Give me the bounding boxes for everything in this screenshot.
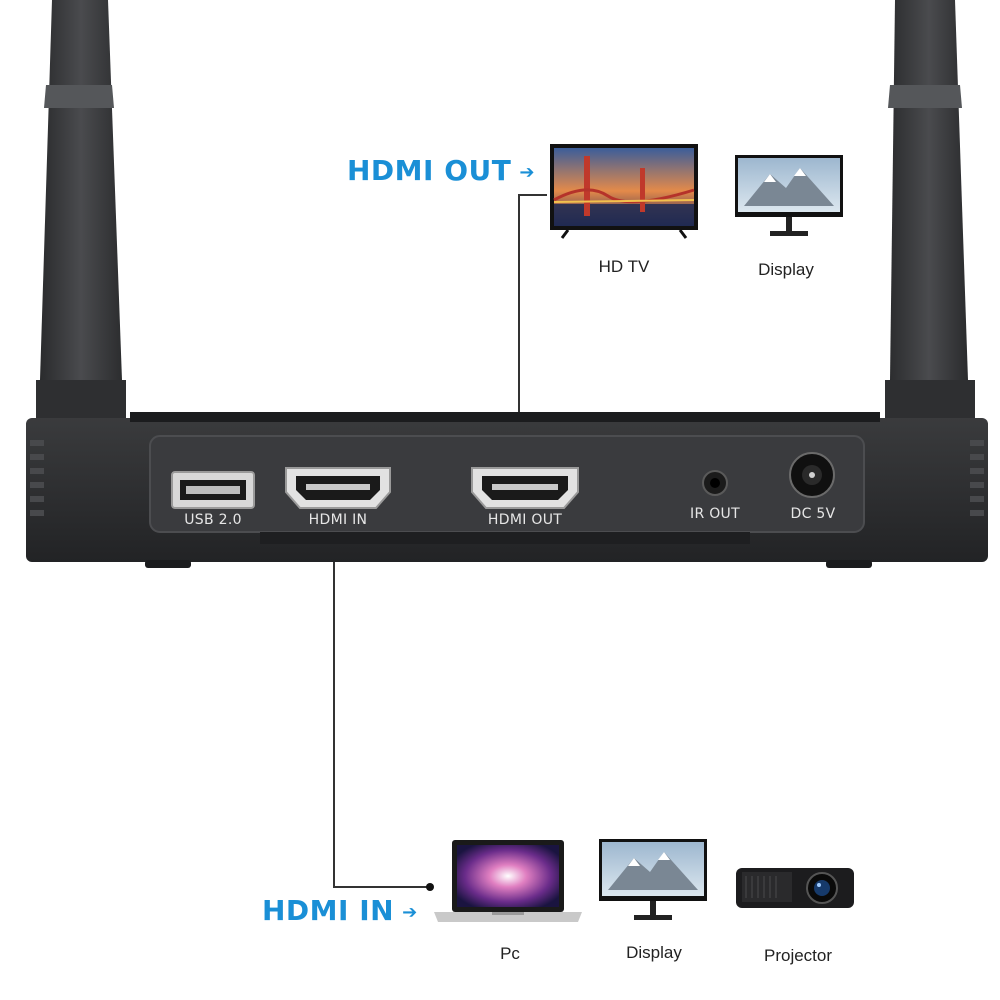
usb-port [171,471,255,509]
ir-out-port-label: IR OUT [690,506,740,522]
output-display-label: Display [758,260,814,279]
hdmi-out-connector-line [518,194,547,412]
monitor-icon [735,155,843,236]
hdmi-in-port [285,467,391,509]
hdmi-in-callout-text: HDMI IN [262,894,395,927]
arrow-right-icon: ➔ [402,901,418,923]
hdmi-in-callout: HDMI IN ➔ [262,894,418,927]
hdmi-out-port [471,467,579,509]
dc-power-jack [789,452,835,498]
hd-tv-label: HD TV [598,257,650,276]
hdmi-out-callout: HDMI OUT ➔ [347,154,535,187]
hdmi-in-connector-line [333,562,428,888]
ir-out-jack [702,470,728,496]
hdmi-out-callout-text: HDMI OUT [347,154,512,187]
hdmi-in-port-label: HDMI IN [308,512,368,528]
monitor-icon [599,839,707,920]
usb-port-label: USB 2.0 [184,512,242,528]
projector-label: Projector [763,946,833,965]
projector-icon [736,868,854,908]
laptop-icon [434,840,582,922]
dc-port-label: DC 5V [790,506,836,522]
hdmi-out-port-label: HDMI OUT [487,512,563,528]
input-display-label: Display [626,943,682,962]
pc-label: Pc [500,944,520,963]
arrow-right-icon: ➔ [519,161,535,183]
tv-icon [550,144,698,239]
